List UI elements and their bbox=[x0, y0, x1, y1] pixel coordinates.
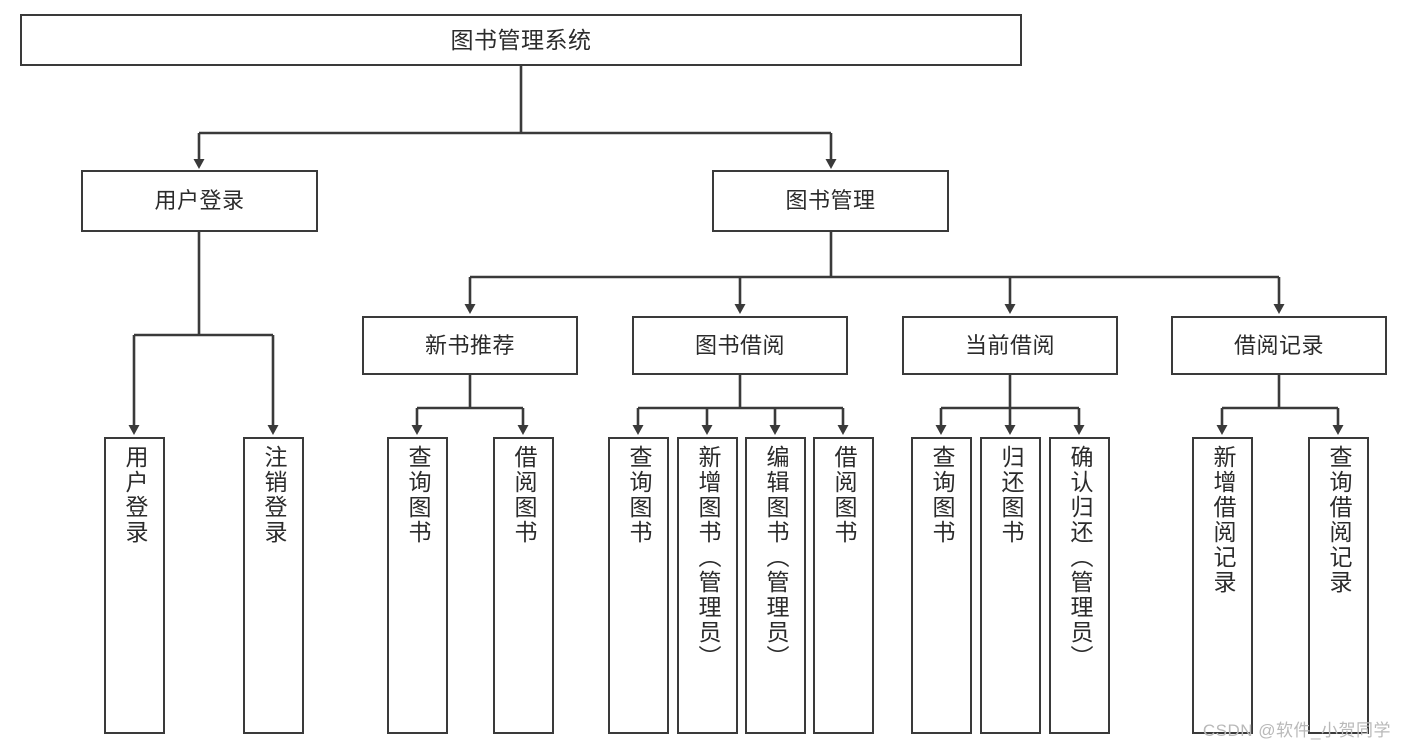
node-leaf-user-login[interactable]: 用户登录 bbox=[104, 437, 165, 734]
node-leaf-query-book-borrow[interactable]: 查询图书 bbox=[608, 437, 669, 734]
node-label: 确认归还（管理员） bbox=[1067, 445, 1093, 670]
node-leaf-edit-book-admin[interactable]: 编辑图书（管理员） bbox=[745, 437, 806, 734]
node-label: 当前借阅 bbox=[964, 332, 1055, 358]
node-label: 查询图书 bbox=[929, 445, 955, 545]
node-label: 用户登录 bbox=[154, 188, 245, 214]
node-label: 新书推荐 bbox=[424, 332, 515, 358]
node-book-borrow[interactable]: 图书借阅 bbox=[632, 316, 848, 375]
node-label: 图书管理系统 bbox=[450, 26, 592, 53]
node-new-book-recommend[interactable]: 新书推荐 bbox=[362, 316, 578, 375]
node-label: 借阅记录 bbox=[1233, 332, 1324, 358]
watermark: CSDN @软件_小贺同学 bbox=[1202, 721, 1391, 740]
node-leaf-return-book[interactable]: 归还图书 bbox=[980, 437, 1041, 734]
node-leaf-add-book-admin[interactable]: 新增图书（管理员） bbox=[677, 437, 738, 734]
node-leaf-borrow-book-recommend[interactable]: 借阅图书 bbox=[493, 437, 554, 734]
node-label: 图书借阅 bbox=[694, 332, 785, 358]
node-label: 归还图书 bbox=[998, 445, 1024, 545]
node-label: 新增图书（管理员） bbox=[695, 445, 721, 670]
node-label: 编辑图书（管理员） bbox=[763, 445, 789, 670]
node-label: 借阅图书 bbox=[831, 445, 857, 545]
node-label: 查询图书 bbox=[405, 445, 431, 545]
node-root-system[interactable]: 图书管理系统 bbox=[20, 14, 1022, 66]
node-label: 注销登录 bbox=[261, 445, 287, 545]
node-book-management[interactable]: 图书管理 bbox=[712, 170, 949, 232]
node-label: 查询图书 bbox=[626, 445, 652, 545]
node-label: 借阅图书 bbox=[511, 445, 537, 545]
node-current-borrow[interactable]: 当前借阅 bbox=[902, 316, 1118, 375]
node-leaf-borrow-book[interactable]: 借阅图书 bbox=[813, 437, 874, 734]
node-label: 新增借阅记录 bbox=[1210, 445, 1236, 595]
node-label: 用户登录 bbox=[122, 445, 148, 545]
node-label: 查询借阅记录 bbox=[1326, 445, 1352, 595]
node-leaf-query-book-current[interactable]: 查询图书 bbox=[911, 437, 972, 734]
node-user-login[interactable]: 用户登录 bbox=[81, 170, 318, 232]
node-leaf-query-borrow-record[interactable]: 查询借阅记录 bbox=[1308, 437, 1369, 734]
node-leaf-query-book-recommend[interactable]: 查询图书 bbox=[387, 437, 448, 734]
node-leaf-logout[interactable]: 注销登录 bbox=[243, 437, 304, 734]
node-leaf-confirm-return-admin[interactable]: 确认归还（管理员） bbox=[1049, 437, 1110, 734]
node-leaf-add-borrow-record[interactable]: 新增借阅记录 bbox=[1192, 437, 1253, 734]
node-borrow-record[interactable]: 借阅记录 bbox=[1171, 316, 1387, 375]
node-label: 图书管理 bbox=[785, 188, 876, 214]
